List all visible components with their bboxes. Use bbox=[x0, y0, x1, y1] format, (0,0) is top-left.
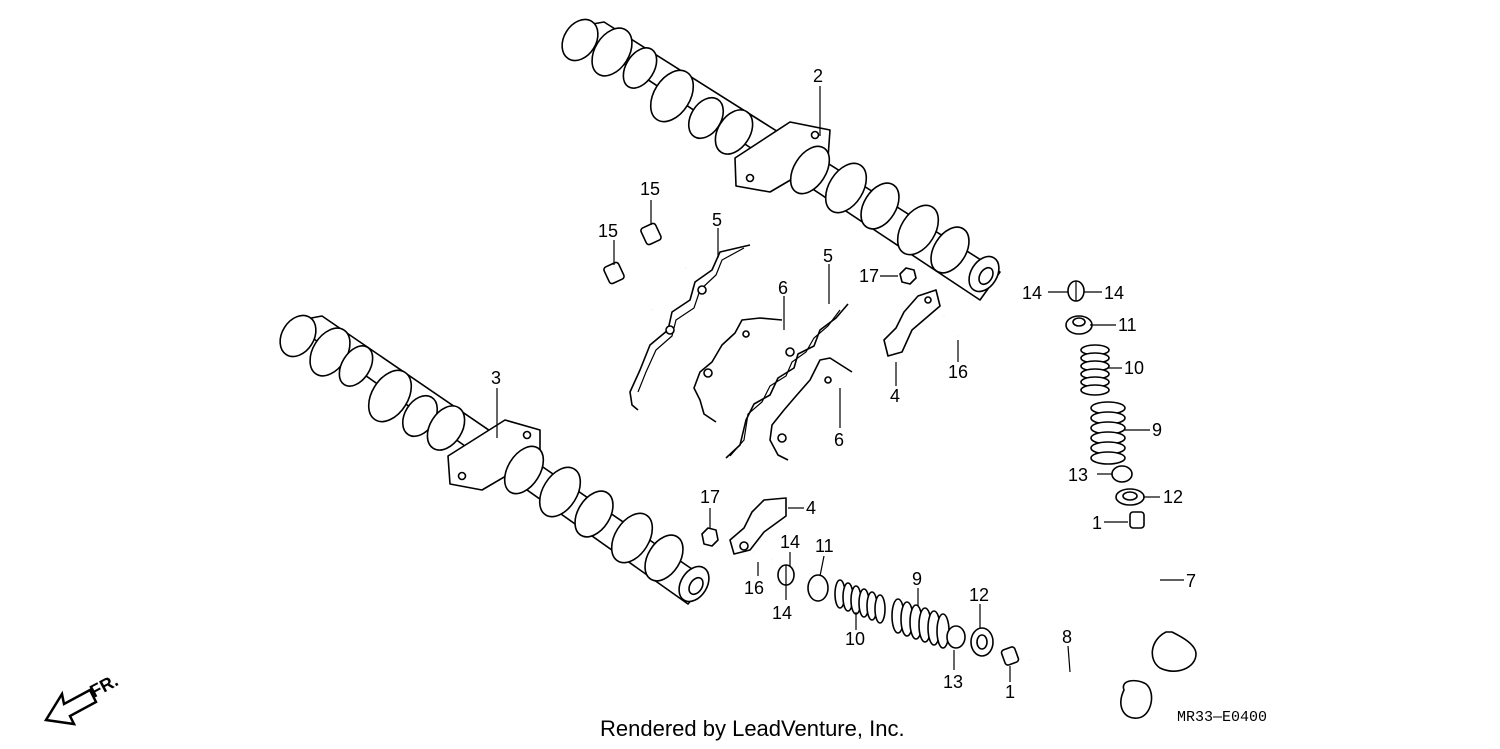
callout-14-c: 14 bbox=[780, 532, 800, 552]
callout-8: 8 bbox=[1062, 627, 1072, 647]
callout-5-right: 5 bbox=[823, 246, 833, 266]
nut-17-lower bbox=[701, 527, 719, 547]
callout-12-left: 12 bbox=[969, 585, 989, 605]
cotter-14-right bbox=[1067, 280, 1085, 302]
callout-14-d: 14 bbox=[772, 603, 792, 623]
callout-6-upper: 6 bbox=[778, 278, 788, 298]
valve-7 bbox=[1142, 544, 1197, 672]
callout-10-left: 10 bbox=[845, 629, 865, 649]
callout-16-upper: 16 bbox=[948, 362, 968, 382]
callout-10-right: 10 bbox=[1124, 358, 1144, 378]
callout-17-upper: 17 bbox=[859, 266, 879, 286]
callout-3: 3 bbox=[491, 368, 501, 388]
callout-4-upper: 4 bbox=[890, 386, 900, 406]
callout-9-right: 9 bbox=[1152, 420, 1162, 440]
callout-9-left: 9 bbox=[912, 569, 922, 589]
spring-10-left bbox=[834, 579, 886, 624]
front-arrow: FR. bbox=[43, 670, 121, 726]
valve-8 bbox=[1029, 658, 1153, 719]
retainer-11-left bbox=[807, 574, 829, 602]
rocker-arm-4-lower bbox=[729, 497, 787, 555]
bracket-5-right bbox=[725, 303, 849, 459]
screw-16-lower bbox=[753, 551, 773, 561]
diagram-code: MR33—E0400 bbox=[1177, 709, 1268, 726]
clip-6-lower bbox=[769, 357, 853, 461]
callout-14-b: 14 bbox=[1104, 283, 1124, 303]
callout-11-right: 11 bbox=[1118, 315, 1137, 335]
callout-13-left: 13 bbox=[943, 672, 963, 692]
callout-15-lower: 15 bbox=[598, 221, 618, 241]
callout-16-lower: 16 bbox=[744, 578, 764, 598]
nut-17-upper bbox=[899, 267, 917, 285]
callout-labels: 2 3 15 15 5 5 6 6 17 4 16 14 14 11 10 9 … bbox=[491, 66, 1196, 702]
callout-13-right: 13 bbox=[1068, 465, 1088, 485]
upper-camshaft bbox=[561, 18, 1001, 301]
callout-11-left: 11 bbox=[815, 536, 834, 556]
seal-13-right bbox=[1111, 465, 1133, 483]
callout-7: 7 bbox=[1186, 571, 1196, 591]
guide-1-right bbox=[1129, 511, 1145, 529]
guide-1-left bbox=[1000, 646, 1020, 666]
callout-4-lower: 4 bbox=[806, 498, 816, 518]
callout-1-right: 1 bbox=[1092, 513, 1102, 533]
callout-12-right: 12 bbox=[1163, 487, 1183, 507]
spring-9-right bbox=[1090, 401, 1126, 465]
clip-6-upper bbox=[693, 317, 783, 423]
leader-lines bbox=[496, 86, 1184, 682]
spring-10-right bbox=[1080, 344, 1110, 396]
callout-2: 2 bbox=[813, 66, 823, 86]
callout-17-lower: 17 bbox=[700, 487, 720, 507]
rocker-arm-4-upper bbox=[883, 289, 941, 357]
bolt-15-lower bbox=[603, 261, 653, 311]
callout-5-left: 5 bbox=[712, 210, 722, 230]
callout-15-upper: 15 bbox=[640, 179, 660, 199]
callout-6-lower: 6 bbox=[834, 430, 844, 450]
callout-14-a: 14 bbox=[1022, 283, 1042, 303]
cotter-14-left bbox=[777, 564, 795, 586]
render-credit: Rendered by LeadVenture, Inc. bbox=[600, 716, 905, 741]
screw-16-upper bbox=[943, 315, 959, 337]
bracket-5-left bbox=[629, 244, 751, 411]
lower-camshaft bbox=[279, 314, 710, 605]
seal-13-left bbox=[946, 625, 966, 649]
spring-9-left bbox=[891, 598, 950, 649]
bolt-15-upper bbox=[640, 222, 687, 269]
callout-1-left: 1 bbox=[1005, 682, 1015, 702]
